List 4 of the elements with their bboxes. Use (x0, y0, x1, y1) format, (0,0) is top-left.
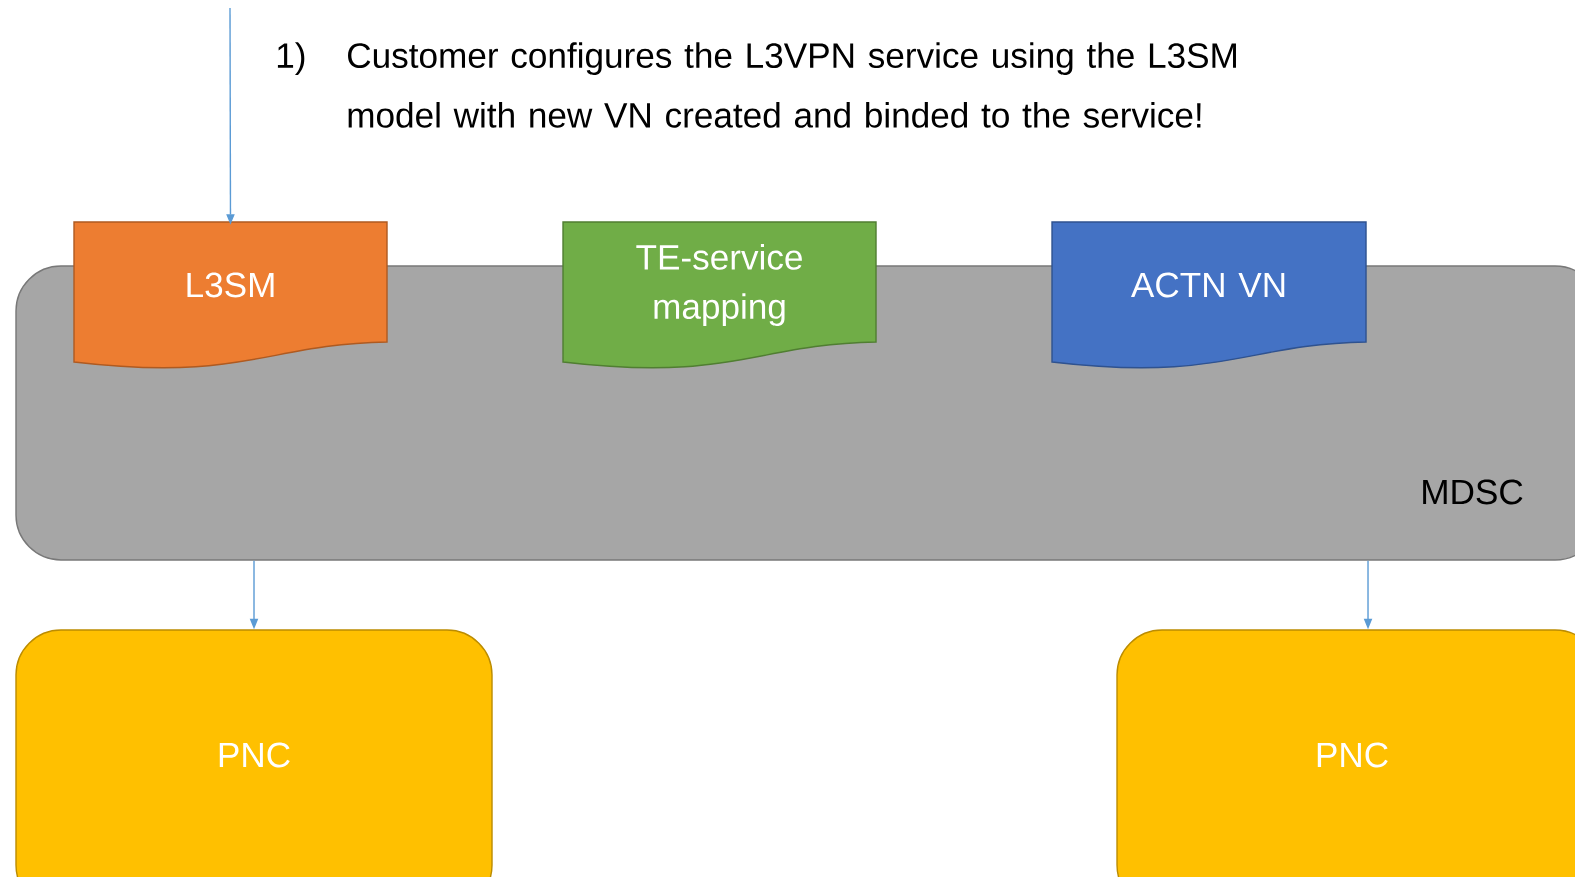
step-number: 1) (277, 42, 305, 75)
controller-box: PNC (1116, 629, 1575, 877)
note-text: Customer configures the L3VPN service using the L3SM model with new VN created and binded to the service! (348, 42, 1236, 128)
controller-box: PNC (15, 629, 493, 877)
